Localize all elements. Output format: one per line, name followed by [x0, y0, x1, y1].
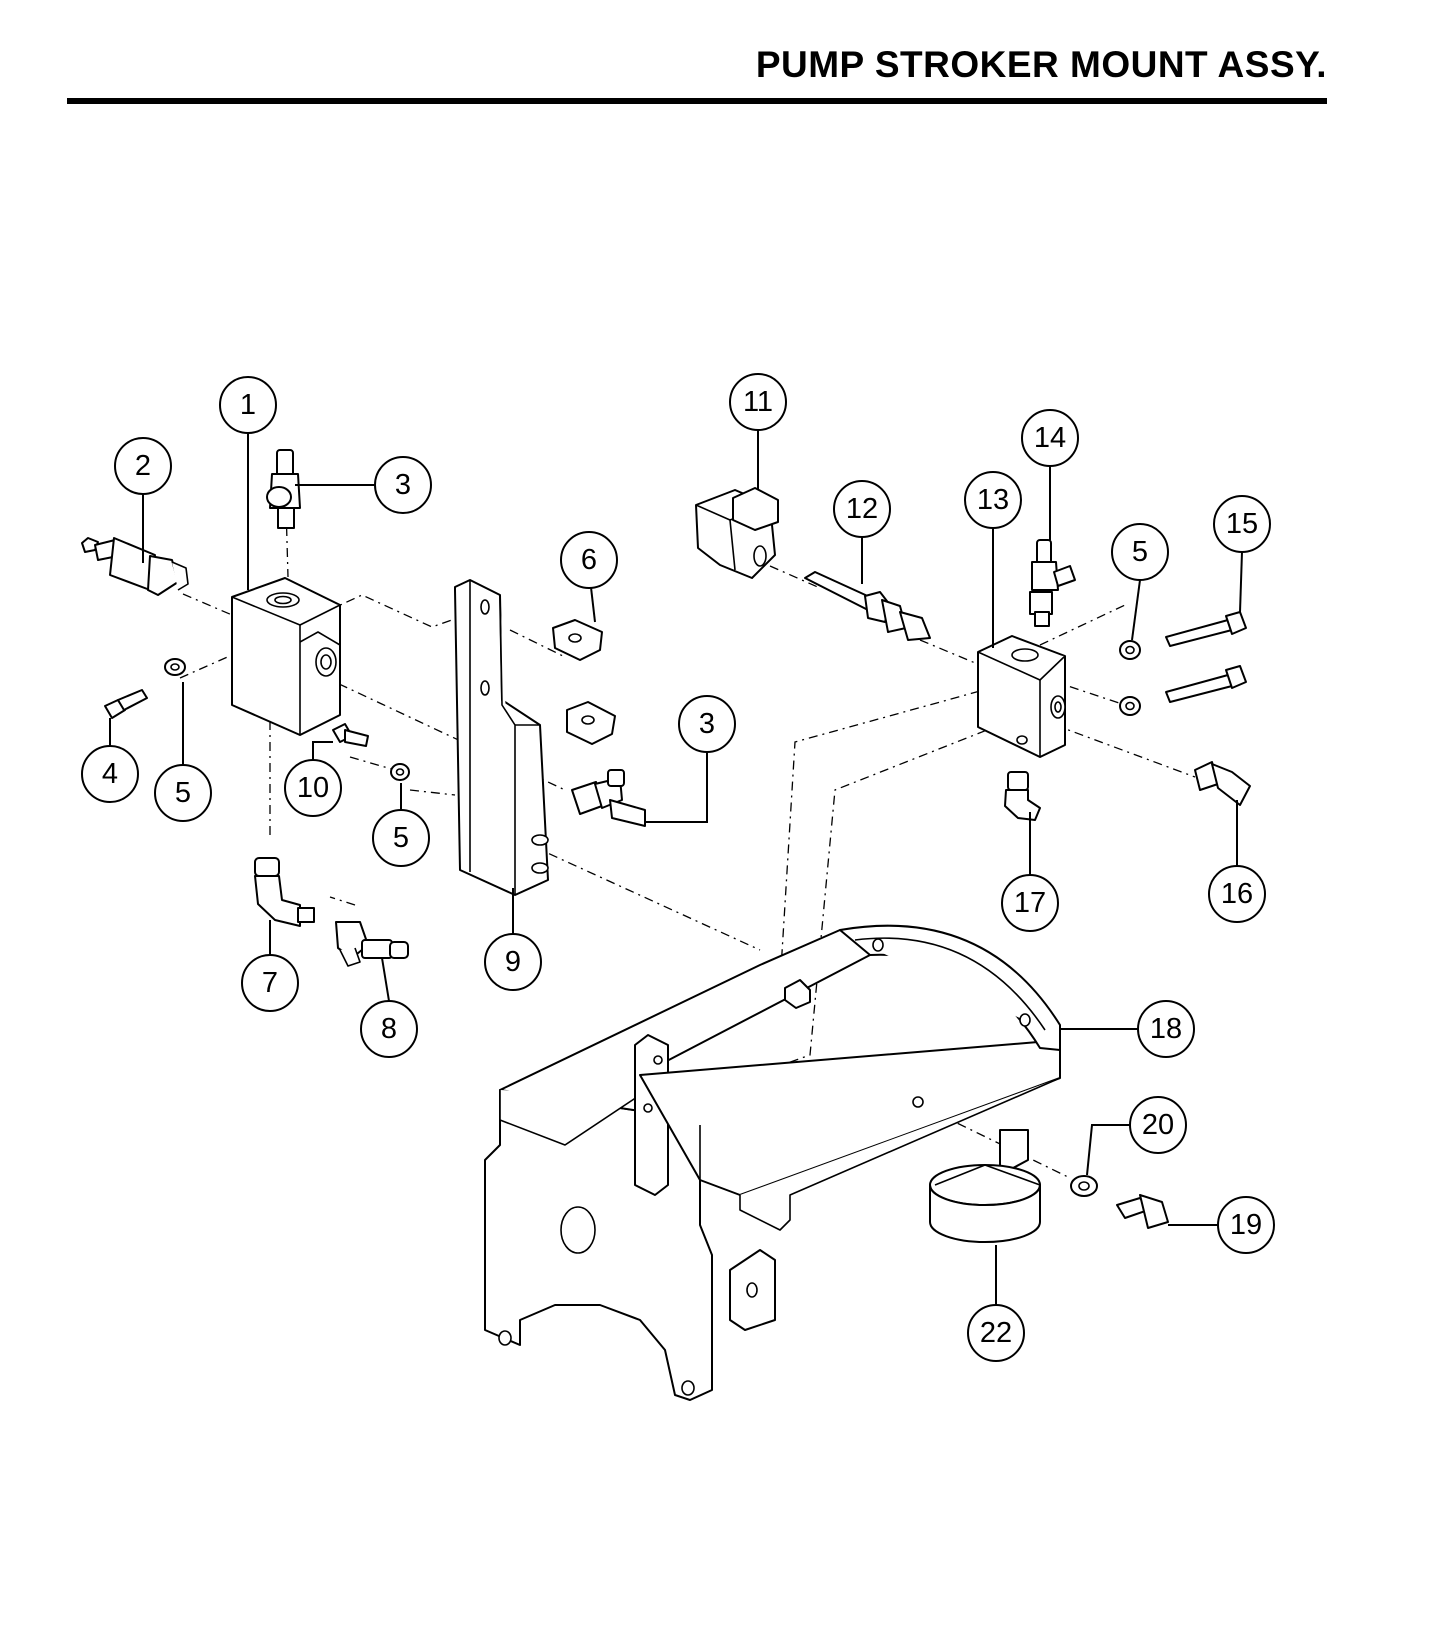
- callout-8-label: 8: [381, 1013, 397, 1045]
- part-5-washer-middle: [390, 763, 410, 781]
- callout-3-upper: 3: [374, 456, 432, 514]
- part-5-washer-right-upper: [1119, 640, 1141, 660]
- callout-18: 18: [1137, 1000, 1195, 1058]
- callout-15-label: 15: [1226, 508, 1258, 540]
- callout-18-label: 18: [1150, 1013, 1182, 1045]
- callout-13-label: 13: [977, 484, 1009, 516]
- callout-3-lower-label: 3: [699, 708, 715, 740]
- part-19-cap-screw: [1116, 1194, 1169, 1229]
- callout-7-label: 7: [262, 967, 278, 999]
- leader-lines: [109, 430, 1243, 1305]
- callout-13: 13: [964, 471, 1022, 529]
- callout-19: 19: [1217, 1196, 1275, 1254]
- callout-6-label: 6: [581, 544, 597, 576]
- part-22-band-clamp: [929, 1129, 1041, 1243]
- part-20-washer: [1070, 1175, 1098, 1197]
- callout-16: 16: [1208, 865, 1266, 923]
- part-15-bolt-lower: [1165, 665, 1247, 703]
- callout-11: 11: [729, 373, 787, 431]
- part-4-cap-screw: [104, 689, 148, 719]
- callout-6: 6: [560, 531, 618, 589]
- callout-11-label: 11: [743, 386, 773, 418]
- callout-9-label: 9: [505, 946, 521, 978]
- callout-5-middle-label: 5: [393, 822, 409, 854]
- callout-3-upper-label: 3: [395, 469, 411, 501]
- callout-19-label: 19: [1230, 1209, 1262, 1241]
- callout-2: 2: [114, 437, 172, 495]
- page-title: PUMP STROKER MOUNT ASSY.: [755, 44, 1327, 85]
- part-13-valve-block: [977, 635, 1066, 758]
- callout-9: 9: [484, 933, 542, 991]
- title-rule: [67, 98, 1327, 104]
- callout-5-left-label: 5: [175, 777, 191, 809]
- callout-17: 17: [1001, 874, 1059, 932]
- part-3-tee-fitting-upper: [266, 449, 301, 529]
- callout-16-label: 16: [1221, 878, 1253, 910]
- part-16-elbow-fitting: [1194, 761, 1251, 806]
- callout-2-label: 2: [135, 450, 151, 482]
- part-17-elbow-fitting: [1004, 771, 1041, 821]
- part-8-tee-fitting: [335, 921, 409, 967]
- callout-12-label: 12: [846, 493, 878, 525]
- callout-5-right: 5: [1111, 523, 1169, 581]
- part-14-tee-fitting: [1029, 539, 1076, 627]
- callout-1: 1: [219, 376, 277, 434]
- part-5-washer-right-lower: [1119, 696, 1141, 716]
- callout-5-middle: 5: [372, 809, 430, 867]
- callout-20: 20: [1129, 1096, 1187, 1154]
- part-11-solenoid-coil: [695, 487, 779, 579]
- callout-22-label: 22: [980, 1317, 1012, 1349]
- callout-3-lower: 3: [678, 695, 736, 753]
- part-3-tee-fitting-lower: [571, 769, 646, 827]
- part-10-bolt: [332, 723, 369, 747]
- part-5-washer-left: [164, 658, 186, 676]
- callout-20-label: 20: [1142, 1109, 1174, 1141]
- callout-12: 12: [833, 480, 891, 538]
- part-7-elbow-fitting: [254, 857, 315, 927]
- part-6-nut-lower: [566, 701, 616, 745]
- callout-4: 4: [81, 745, 139, 803]
- callout-4-label: 4: [102, 758, 118, 790]
- part-2-pressure-switch: [81, 537, 189, 596]
- callout-8: 8: [360, 1000, 418, 1058]
- part-9-mounting-bracket: [454, 579, 549, 896]
- callout-10: 10: [284, 759, 342, 817]
- callout-7: 7: [241, 954, 299, 1012]
- callout-17-label: 17: [1014, 887, 1046, 919]
- part-1-manifold-block: [231, 577, 341, 736]
- callout-5-right-label: 5: [1132, 536, 1148, 568]
- callout-5-left: 5: [154, 764, 212, 822]
- part-15-bolt-upper: [1165, 611, 1247, 647]
- callout-10-label: 10: [297, 772, 329, 804]
- callout-15: 15: [1213, 495, 1271, 553]
- callout-1-label: 1: [240, 389, 256, 421]
- callout-22: 22: [967, 1304, 1025, 1362]
- callout-14: 14: [1021, 409, 1079, 467]
- callout-14-label: 14: [1034, 422, 1066, 454]
- part-18-main-frame: [484, 924, 1061, 1401]
- part-6-nut-upper: [552, 619, 603, 661]
- part-12-valve-cartridge: [804, 571, 931, 641]
